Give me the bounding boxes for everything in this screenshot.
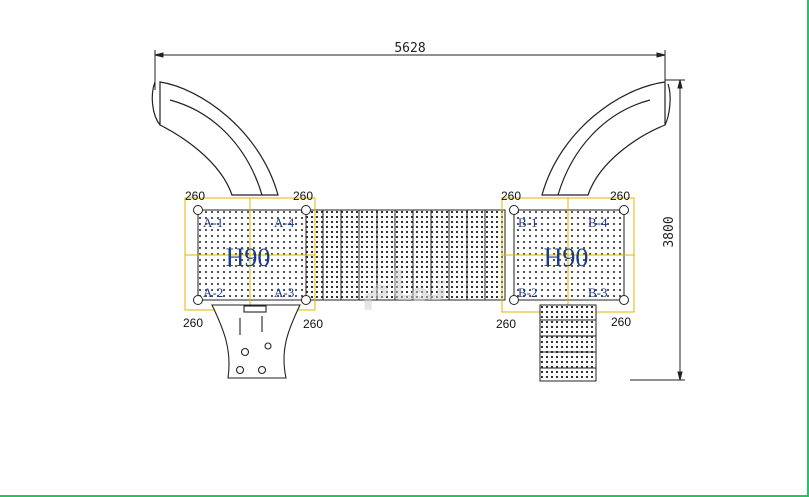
- corner-dim-right-tl: 260: [501, 189, 521, 203]
- left-curved-slide: [151, 81, 279, 196]
- right-ladder: [539, 304, 597, 382]
- corner-dim-left-tl: 260: [185, 189, 205, 203]
- post-label-a2: A-2: [203, 285, 223, 300]
- height-dimension: [630, 79, 685, 381]
- post-label-a1: A-1: [203, 215, 223, 230]
- left-climbing-wall: [211, 304, 301, 379]
- corner-dim-left-tr: 260: [293, 189, 313, 203]
- post-label-a3: A-3: [274, 285, 294, 300]
- corner-dim-left-br: 260: [303, 317, 323, 331]
- left-platform-title: H90: [226, 243, 271, 272]
- height-dimension-label: 3800: [662, 216, 677, 247]
- corner-dim-left-bl: 260: [183, 316, 203, 330]
- post-label-a4: A-4: [274, 215, 295, 230]
- post-label-b3: B-3: [588, 285, 608, 300]
- corner-dim-right-br: 260: [611, 315, 631, 329]
- right-platform: [501, 197, 635, 313]
- corner-dim-right-tr: 260: [610, 189, 630, 203]
- connecting-bridge: [304, 209, 506, 301]
- left-platform: [184, 197, 316, 311]
- corner-dim-right-bl: 260: [496, 317, 516, 331]
- right-curved-slide: [541, 81, 671, 196]
- watermark-text: تمام: [362, 264, 448, 310]
- width-dimension: [154, 50, 666, 90]
- width-dimension-label: 5628: [394, 41, 425, 56]
- right-platform-title: H90: [544, 243, 589, 272]
- post-label-b4: B-4: [588, 215, 608, 230]
- post-label-b1: B-1: [518, 215, 538, 230]
- post-label-b2: B-2: [518, 285, 538, 300]
